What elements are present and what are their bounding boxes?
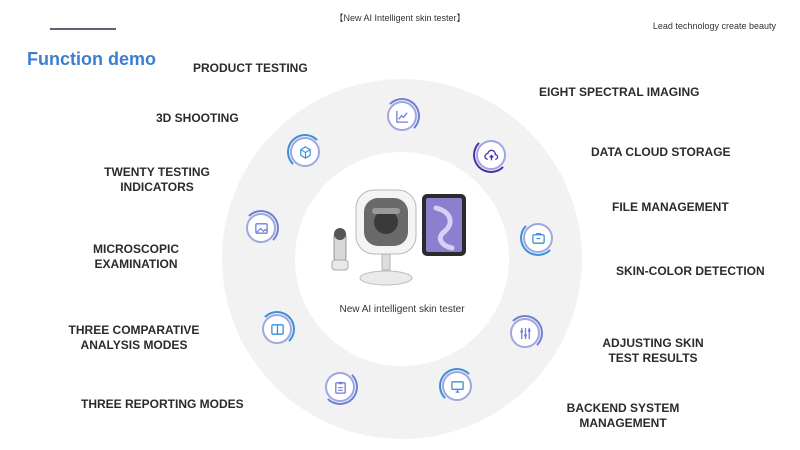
node-file-management[interactable] xyxy=(520,220,556,256)
node-accent-arc xyxy=(507,315,543,351)
label-file-management: FILE MANAGEMENT xyxy=(612,200,729,214)
node-adjusting-skin-test-results[interactable] xyxy=(507,315,543,351)
node-accent-arc xyxy=(384,98,420,134)
label-eight-spectral-imaging: EIGHT SPECTRAL IMAGING xyxy=(539,85,700,99)
header-product-name: 【New AI Intelligent skin tester】 xyxy=(334,13,466,23)
node-product-testing[interactable] xyxy=(384,98,420,134)
label-twenty-testing-indicators: TWENTY TESTING INDICATORS xyxy=(104,165,210,194)
header-slogan: Lead technology create beauty xyxy=(652,21,776,31)
node-backend-system-management[interactable] xyxy=(439,368,475,404)
skin-tester-device-image xyxy=(331,189,466,286)
label-data-cloud-storage: DATA CLOUD STORAGE xyxy=(591,145,731,159)
label-three-reporting-modes: THREE REPORTING MODES xyxy=(81,397,244,411)
label-microscopic-examination: MICROSCOPIC EXAMINATION xyxy=(92,242,179,271)
node-data-cloud-storage[interactable] xyxy=(473,137,509,173)
label-product-testing: PRODUCT TESTING xyxy=(193,61,308,75)
node-three-reporting-modes[interactable] xyxy=(322,369,358,405)
node-accent-arc xyxy=(322,369,358,405)
node-accent-arc xyxy=(259,311,295,347)
node-accent-arc xyxy=(520,220,556,256)
center-circle xyxy=(295,152,509,366)
label-adjusting-skin-test-results: ADJUSTING SKIN TEST RESULTS xyxy=(602,336,704,365)
node-3d-shooting[interactable] xyxy=(287,134,323,170)
node-microscopic-examination[interactable] xyxy=(243,210,279,246)
node-accent-arc xyxy=(473,137,509,173)
label-3d-shooting: 3D SHOOTING xyxy=(156,111,239,125)
node-accent-arc xyxy=(439,368,475,404)
page-title: Function demo xyxy=(27,49,156,69)
label-three-comparative-analysis-modes: THREE COMPARATIVE ANALYSIS MODES xyxy=(68,323,200,352)
label-backend-system-management: BACKEND SYSTEM MANAGEMENT xyxy=(566,401,680,430)
header-divider xyxy=(50,28,116,30)
node-three-comparative-analysis-modes[interactable] xyxy=(259,311,295,347)
label-skin-color-detection: SKIN-COLOR DETECTION xyxy=(616,264,765,278)
node-accent-arc xyxy=(287,134,323,170)
center-product-label: New AI intelligent skin tester xyxy=(339,304,465,315)
node-accent-arc xyxy=(243,210,279,246)
